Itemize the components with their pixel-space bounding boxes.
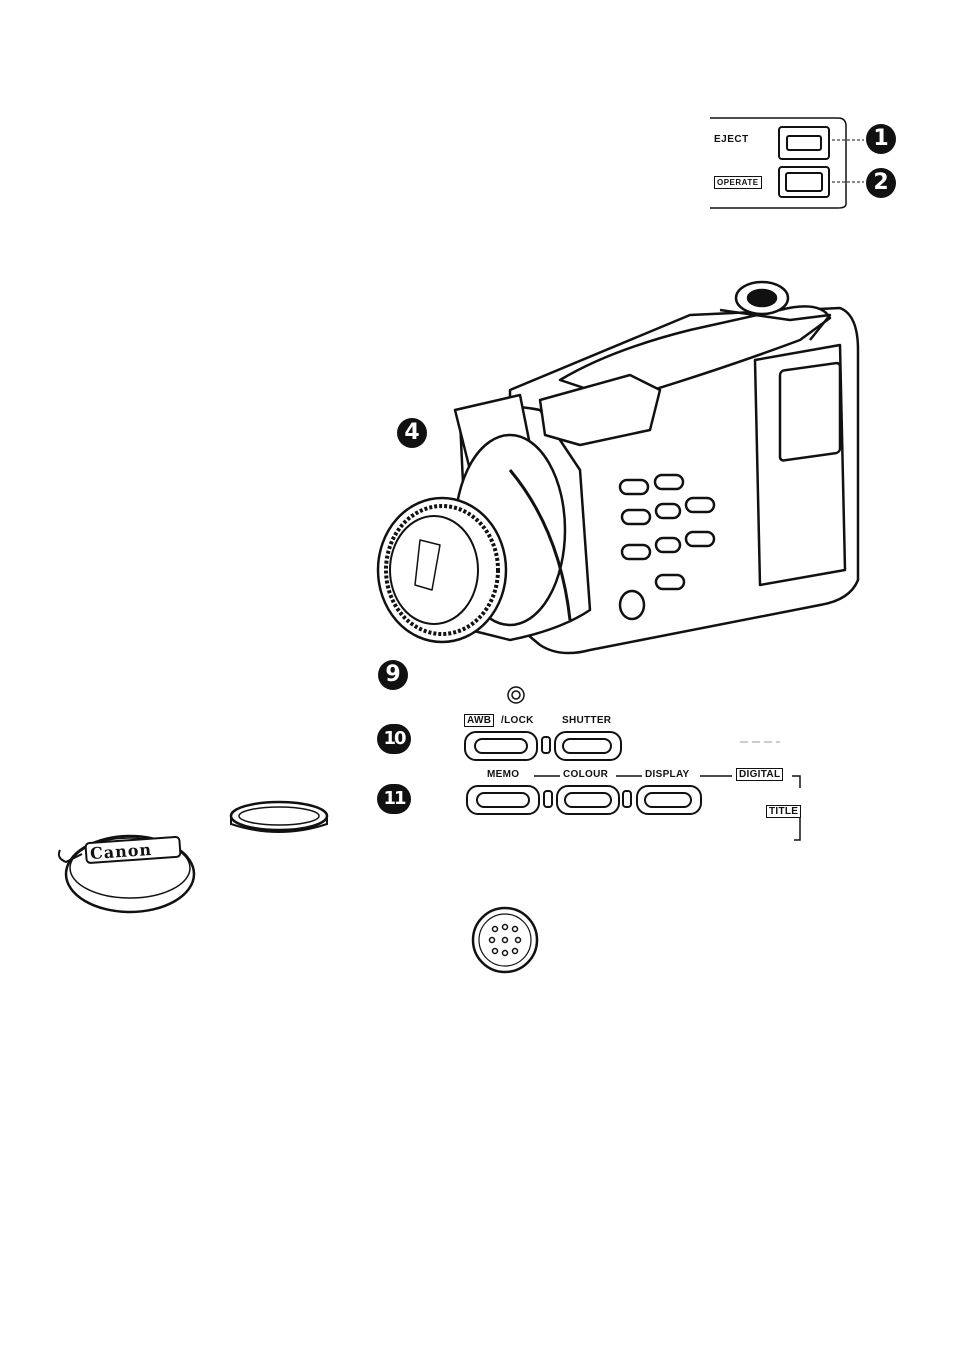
memo-button[interactable] — [466, 785, 540, 815]
shutter-label: SHUTTER — [562, 715, 611, 726]
row11-separator-1 — [543, 790, 553, 808]
connector-socket — [470, 905, 540, 975]
callout-2: 2 — [866, 168, 896, 198]
colour-button[interactable] — [556, 785, 620, 815]
operate-switch[interactable] — [778, 166, 830, 198]
row10-separator — [541, 736, 551, 754]
eject-label: EJECT — [714, 134, 749, 145]
row11-separator-2 — [622, 790, 632, 808]
awb-lock-button[interactable] — [464, 731, 538, 761]
filter-ring — [226, 796, 336, 846]
control-indicator — [505, 684, 527, 706]
memo-label: MEMO — [487, 769, 519, 780]
shutter-button[interactable] — [554, 731, 622, 761]
lens-cap — [52, 818, 202, 918]
awb-label: AWB — [464, 714, 494, 727]
callout-10: 10 — [377, 724, 411, 754]
callout-9: 9 — [378, 660, 408, 690]
operate-label: OPERATE — [714, 176, 762, 189]
eject-operate-panel: EJECT OPERATE — [706, 112, 864, 210]
row10-dash — [740, 740, 780, 744]
camcorder-illustration — [360, 270, 870, 670]
display-button[interactable] — [636, 785, 702, 815]
eject-button[interactable] — [778, 126, 830, 160]
lock-label: /LOCK — [501, 715, 534, 726]
callout-11: 11 — [377, 784, 411, 814]
callout-1: 1 — [866, 124, 896, 154]
title-label: TITLE — [766, 805, 801, 818]
callout-4: 4 — [397, 418, 427, 448]
